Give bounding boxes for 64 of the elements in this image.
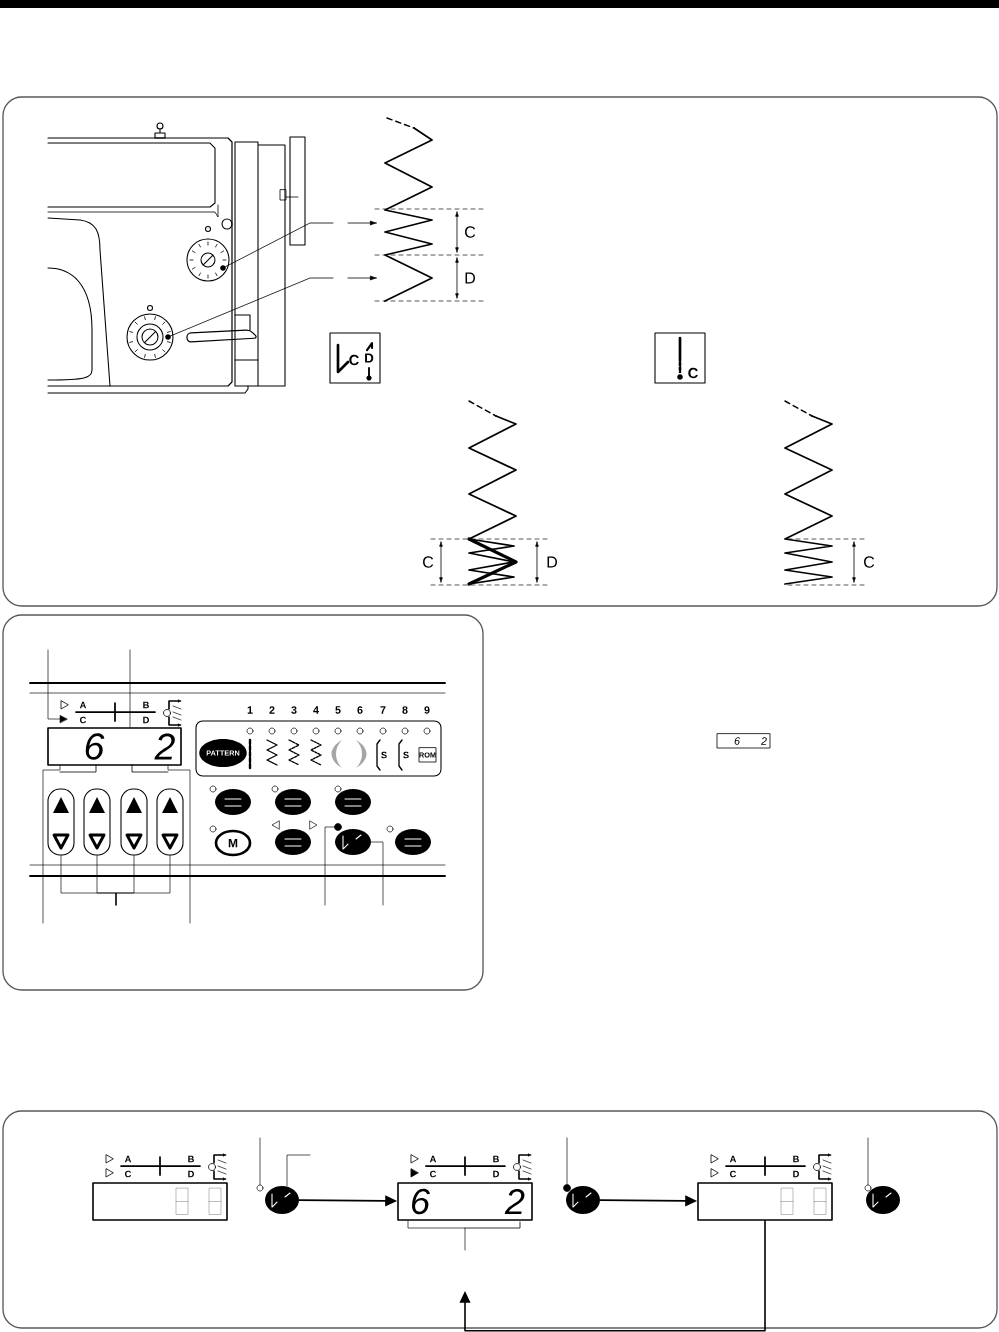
memory-button: M: [214, 829, 252, 857]
leader-line: [115, 855, 171, 906]
label: B: [188, 1155, 194, 1163]
pattern-number: 4: [313, 706, 319, 714]
node-label: C: [80, 716, 87, 724]
function-button: [265, 1186, 299, 1214]
function-button: [215, 789, 251, 815]
lcd-display: 6 2: [716, 733, 771, 749]
leader-line: [867, 1137, 869, 1185]
pattern-number: 6: [357, 706, 363, 714]
mode-indicator: A C B D: [105, 1154, 201, 1178]
lcd-display: 6 2: [47, 727, 182, 766]
lcd-display: [92, 1182, 228, 1221]
pattern-number: 9: [424, 706, 430, 714]
arrow-key: [47, 788, 75, 856]
mode-indicator: A C B D: [410, 1154, 506, 1178]
dimension-label: C: [465, 226, 476, 238]
leader-line: [129, 649, 131, 728]
leader-line: [566, 1137, 568, 1185]
leader-line: [286, 1154, 311, 1187]
arrow-key: [156, 788, 184, 856]
mode-indicator: A C B D: [710, 1154, 806, 1178]
label: A: [429, 1155, 437, 1163]
leader-line: [407, 1220, 466, 1251]
leader-line: [259, 1137, 261, 1185]
pattern-number: 7: [380, 706, 386, 714]
node-label: B: [143, 701, 149, 709]
lcd-display: 6 2: [397, 1182, 533, 1221]
function-button: [335, 829, 371, 855]
function-button: [335, 789, 371, 815]
label: B: [493, 1155, 499, 1163]
arrow-key: [120, 788, 148, 856]
function-button: [275, 789, 311, 815]
indicator-lamp: [334, 823, 342, 831]
label: A: [124, 1155, 132, 1163]
dimension-label: C: [423, 556, 434, 568]
lcd-display: [697, 1182, 833, 1221]
leader-line: [42, 765, 61, 924]
function-button: [866, 1186, 900, 1214]
function-button: [566, 1186, 600, 1214]
label: B: [793, 1155, 799, 1163]
dimension-label: D: [547, 556, 557, 568]
arrow-key: [83, 788, 111, 856]
arrow: [459, 1220, 766, 1332]
pattern-number: 1: [247, 706, 253, 714]
node-label: A: [79, 701, 87, 709]
pattern-number: 8: [402, 706, 408, 714]
leader-line: [324, 826, 335, 906]
indicator-lamp: [864, 1184, 872, 1192]
label: A: [729, 1155, 737, 1163]
indicator-lamp: [563, 1184, 571, 1192]
function-button: [275, 829, 311, 855]
pattern-number: 3: [291, 706, 297, 714]
indicator-lamp: [256, 1184, 264, 1192]
mode-indicator: A C B D: [60, 700, 156, 724]
dimension-label: C: [864, 556, 875, 568]
function-button: [395, 829, 431, 855]
pattern-number: 5: [335, 706, 341, 714]
dimension-label: D: [465, 272, 475, 284]
leader-line: [47, 649, 68, 723]
leader-line: [370, 841, 384, 906]
leader-line: [167, 765, 191, 924]
pattern-number: 2: [269, 706, 275, 714]
node-label: D: [143, 716, 149, 724]
